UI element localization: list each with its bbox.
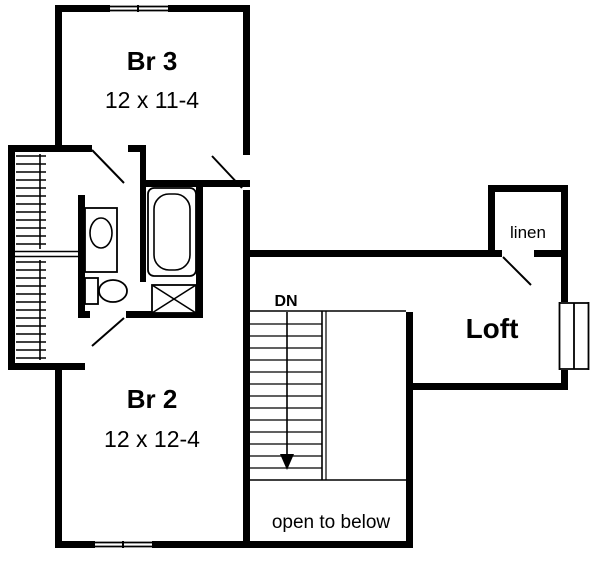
wall-bath-bottom-right xyxy=(126,311,203,318)
window-br2-bottom-mullion xyxy=(122,541,124,548)
shower-chase xyxy=(151,284,197,314)
wall-tub-left xyxy=(140,145,146,282)
bathtub xyxy=(147,187,197,277)
wall-bottom-main xyxy=(152,541,413,548)
door-swing-br3 xyxy=(211,155,243,189)
stair-treads xyxy=(250,323,322,469)
bathtub-inner xyxy=(153,193,191,271)
wall-closet-left xyxy=(8,145,15,370)
down-arrow-icon xyxy=(280,312,294,470)
stairs-dn-label: DN xyxy=(274,293,297,310)
wall-closet-bottom xyxy=(8,363,85,370)
wall-east-upper xyxy=(561,185,568,302)
closet-symbols xyxy=(15,154,78,360)
shower-cross xyxy=(151,284,197,314)
door-swing-bathroom xyxy=(91,149,125,184)
br3-label: Br 3 xyxy=(127,46,178,76)
window-loft-right xyxy=(558,302,590,370)
vanity-counter xyxy=(84,207,118,273)
br2-label: Br 2 xyxy=(127,384,178,414)
loft-label: Loft xyxy=(466,313,519,344)
closet-divider-shelf xyxy=(15,250,78,258)
wall-br2-left xyxy=(55,363,62,548)
wall-corridor-top xyxy=(243,250,502,257)
wall-closet-top xyxy=(8,145,92,152)
wall-bath-top xyxy=(140,180,250,187)
wall-linen-bottom xyxy=(534,250,568,257)
wall-bath-right xyxy=(196,180,203,318)
wall-br3-top-right xyxy=(168,5,250,12)
toilet-bowl xyxy=(98,279,128,303)
door-swing-br2 xyxy=(91,317,125,347)
wall-east-stub xyxy=(561,370,568,390)
staircase xyxy=(250,310,406,481)
bathroom-fixtures xyxy=(84,187,197,314)
down-arrow-head xyxy=(280,454,294,470)
br3-dimensions: 12 x 11-4 xyxy=(105,87,199,113)
labels: Br 3 12 x 11-4 Br 2 12 x 12-4 Loft linen… xyxy=(104,46,546,533)
walls xyxy=(8,5,568,548)
door-swing-linen xyxy=(502,256,532,286)
linen-label: linen xyxy=(510,223,546,242)
wall-br2-bottom-left xyxy=(55,541,95,548)
sink-basin xyxy=(89,217,113,249)
wall-br3-left xyxy=(55,5,62,150)
sink-vanity xyxy=(84,207,118,273)
wall-br3-right-upper xyxy=(243,5,250,155)
lower-closet-hanger-ticks xyxy=(16,261,46,359)
bathtub-outer xyxy=(147,187,197,277)
wall-bath-bottom-left xyxy=(78,311,90,318)
toilet xyxy=(84,277,128,305)
wall-stair-right xyxy=(406,312,413,548)
toilet-tank xyxy=(84,277,99,305)
door-swings xyxy=(91,149,532,347)
window-br3-top-mullion xyxy=(137,5,139,12)
wall-br3-south-stub xyxy=(128,145,146,152)
wall-bath-left xyxy=(78,195,85,318)
windows xyxy=(95,5,590,548)
wall-loft-bottom xyxy=(406,383,568,390)
wall-linen-top xyxy=(488,185,568,192)
open-to-below-label: open to below xyxy=(272,512,391,533)
wall-linen-left xyxy=(488,185,495,250)
wall-east-spine xyxy=(243,190,250,548)
upper-closet-hanger-ticks xyxy=(16,155,46,245)
br2-dimensions: 12 x 12-4 xyxy=(104,426,200,452)
wall-br3-top-left xyxy=(55,5,110,12)
